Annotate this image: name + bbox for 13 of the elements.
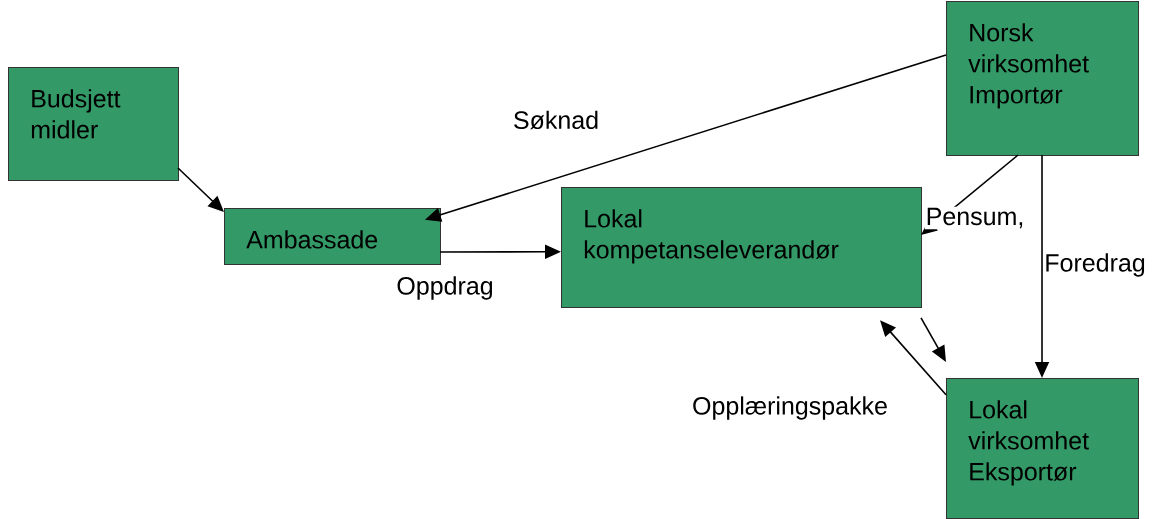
arrow bbox=[177, 167, 224, 212]
process-box: Norsk virksomhet Importør bbox=[946, 1, 1139, 156]
edge-label: Oppdrag bbox=[395, 275, 495, 301]
arrow bbox=[920, 317, 946, 362]
edge-label: Opplæringspakke bbox=[691, 395, 889, 421]
edge-label: Pensum, bbox=[924, 206, 1026, 230]
edge-label: Foredrag bbox=[1043, 252, 1147, 278]
edge-label: Søknad bbox=[511, 109, 601, 131]
process-box: Lokal kompetanseleverandør bbox=[561, 187, 922, 308]
process-box: Budsjett midler bbox=[8, 67, 179, 181]
arrow bbox=[880, 320, 947, 396]
process-box: Ambassade bbox=[224, 208, 441, 265]
process-box: Lokal virksomhet Eksportør bbox=[946, 378, 1139, 519]
